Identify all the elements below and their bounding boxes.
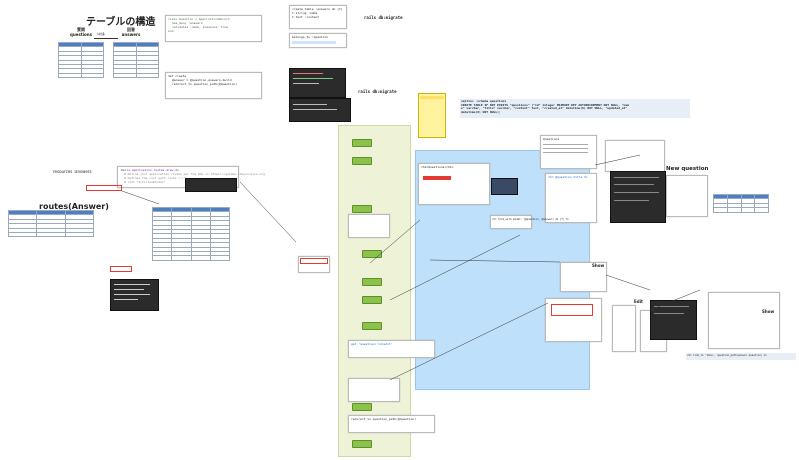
flow-step-new[interactable] bbox=[352, 157, 372, 165]
edit-page-card bbox=[612, 305, 636, 352]
show-page-card bbox=[708, 292, 780, 349]
routes-draw-line: Rails.application.routes.draw do bbox=[121, 168, 179, 172]
flow-step-destroy[interactable] bbox=[362, 322, 382, 330]
questions-db-table bbox=[713, 193, 769, 213]
schema-yellow-table bbox=[418, 93, 446, 138]
page-title: テーブルの構造 bbox=[86, 17, 156, 28]
routes-terminal bbox=[185, 178, 237, 192]
migrate-command: rails db:migrate bbox=[358, 89, 397, 94]
flow-step-answer-redirect[interactable] bbox=[352, 440, 372, 448]
routes-table-right bbox=[151, 206, 231, 261]
routes-comment2-line: # Defines the root path route ("/") bbox=[124, 176, 188, 180]
show-label-1: Show bbox=[592, 263, 605, 268]
new-question-form-card bbox=[298, 256, 330, 273]
questions-entity-label: 質問 bbox=[77, 27, 85, 32]
flow-note-card-1 bbox=[348, 214, 390, 238]
flow-step-index[interactable] bbox=[352, 139, 372, 147]
flow-step-show[interactable] bbox=[362, 250, 382, 258]
flow-step-create[interactable] bbox=[352, 205, 372, 213]
routes-comment-line: # Define your application routes per the… bbox=[124, 172, 265, 176]
index-terminal bbox=[491, 178, 518, 195]
routes-highlight-1 bbox=[86, 185, 122, 191]
terminal-dark-2 bbox=[289, 98, 351, 122]
answers-entity-name: answers bbox=[121, 31, 141, 37]
routes-note: resources :answers bbox=[53, 169, 92, 174]
answers-entity-label: 回答 bbox=[127, 27, 135, 32]
flow-step-answer-create[interactable] bbox=[352, 403, 372, 411]
routes-table-left bbox=[7, 209, 95, 238]
terminal-dark-1 bbox=[289, 68, 346, 98]
answers-entity: 回答 answers bbox=[118, 27, 144, 40]
new-question-form-preview bbox=[666, 175, 708, 217]
show-view-card: <%= @question.title %> bbox=[545, 173, 597, 223]
schema-sql-box: sqlite> .schema questions CREATE TABLE I… bbox=[460, 99, 690, 118]
questions-table bbox=[58, 41, 104, 79]
migration-card: create_table :answers do |t| t.string :n… bbox=[289, 5, 347, 29]
answer-form-card: <%= form_with model: [@question, @answer… bbox=[490, 215, 569, 229]
questions-index-card: <h1>Questions</h1> bbox=[418, 163, 490, 205]
controller-note-card: def create @answer = @question.answers.b… bbox=[165, 72, 262, 99]
generate-command: rails db:migrate bbox=[364, 15, 403, 20]
flow-step-edit[interactable] bbox=[362, 278, 382, 286]
answer-link-line: <%= link_to 'Show', question_path(answer… bbox=[687, 354, 767, 357]
questions-entity: 質問 questions bbox=[68, 27, 94, 40]
flow-step-update[interactable] bbox=[362, 296, 382, 304]
answers-table bbox=[113, 41, 159, 79]
new-question-terminal bbox=[610, 171, 666, 223]
flow-note-card-2: get 'question/:id/edit' bbox=[348, 340, 435, 358]
routes-title: routes(Answer) bbox=[39, 202, 109, 211]
routes-root-line: # root "articles#index" bbox=[124, 180, 166, 184]
edit-view-card bbox=[545, 298, 602, 342]
new-question-title: New question bbox=[666, 166, 709, 172]
flow-note-card-4: redirect_to question_path(@question) bbox=[348, 415, 435, 433]
show-label-2: Show bbox=[762, 309, 775, 314]
flow-note-card-3 bbox=[348, 378, 400, 402]
answer-form-line: <%= form_with model: [@question, @answer… bbox=[492, 218, 569, 221]
relation-line bbox=[94, 38, 118, 39]
show-answers-card bbox=[560, 262, 607, 292]
questions-entity-name: questions bbox=[69, 31, 93, 37]
model-code-card: class Question < ApplicationRecord has_m… bbox=[165, 15, 262, 42]
questions-list-card: Questions bbox=[540, 135, 597, 169]
routes-highlight-2 bbox=[110, 266, 132, 272]
schema-sql-text: sqlite> .schema questions CREATE TABLE I… bbox=[461, 99, 629, 114]
routes-terminal-big bbox=[110, 279, 159, 311]
answer-model-card: belongs_to :question bbox=[289, 33, 347, 48]
relation-label: 1対多 bbox=[97, 32, 105, 36]
link-highlight: <%= link_to 'Show', question_path(answer… bbox=[686, 353, 796, 360]
edit-label: Edit bbox=[634, 299, 643, 304]
